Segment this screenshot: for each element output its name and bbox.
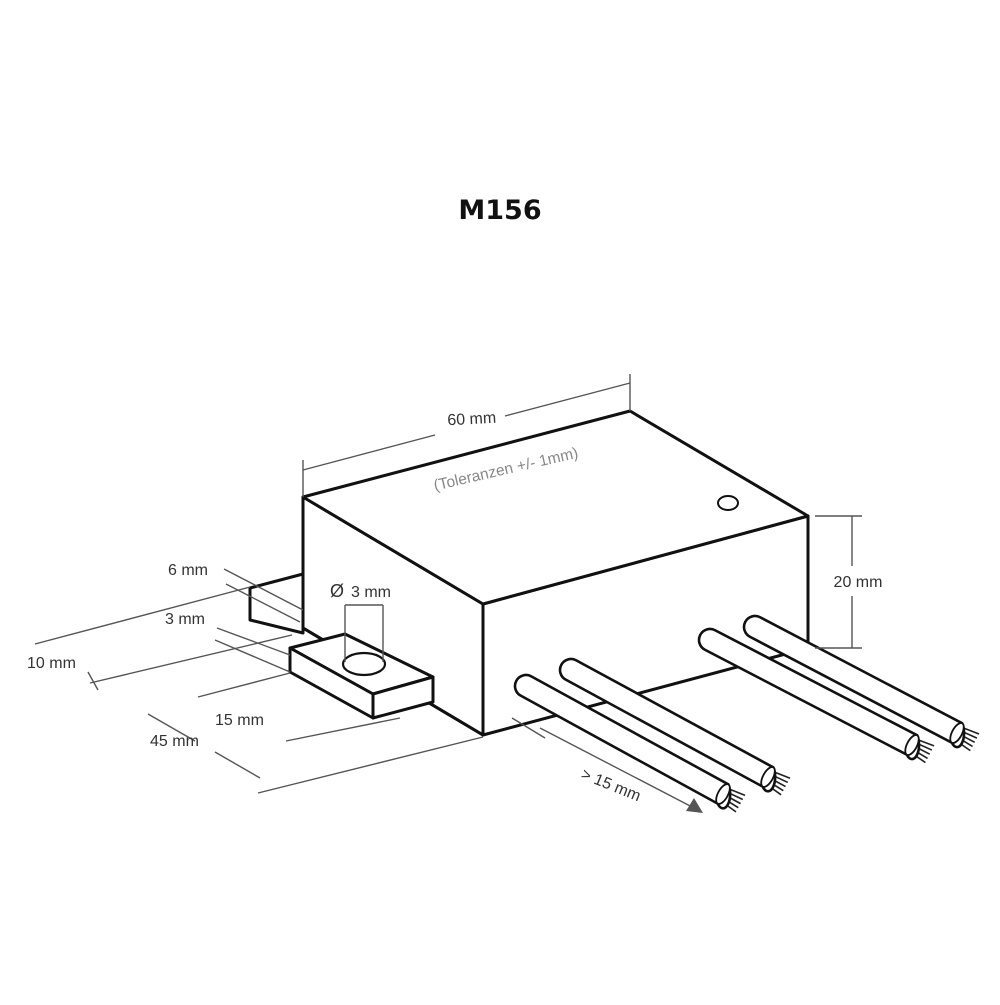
tab-length-dimension-line [34, 586, 251, 645]
wire-end-cap [715, 783, 731, 805]
depth-dimension-line [147, 713, 196, 742]
wire-length-arrow-icon [686, 798, 703, 813]
mounting-hole-icon [341, 651, 387, 677]
wire-end-cap [760, 766, 776, 788]
mounting-tab [248, 572, 435, 720]
width-dimension-line-left [302, 434, 436, 471]
tab-depth-dimension-line [197, 672, 291, 698]
wire-length-label: > 15 mm [579, 766, 643, 805]
tab-thickness-dimension-line [216, 627, 291, 656]
wire-4 [742, 614, 980, 752]
mounting-mark-icon [717, 495, 739, 511]
model-title: M156 [458, 195, 542, 226]
tab-thickness-label: 3 mm [165, 611, 205, 628]
height-label: 20 mm [834, 574, 883, 591]
wire-length-dimension-line [539, 727, 695, 809]
hole-diameter-symbol: Ø [330, 581, 344, 601]
tab-front-face [371, 675, 435, 720]
tab-length-label: 10 mm [27, 655, 76, 672]
wires [513, 614, 980, 813]
wire-2 [558, 657, 791, 796]
tab-width-dimension-line [223, 568, 304, 611]
tab-rear-flange [248, 572, 305, 635]
width-label: 60 mm [447, 410, 497, 430]
tab-width-label: 6 mm [168, 562, 208, 579]
wire-1 [513, 673, 746, 813]
wire-3 [697, 627, 935, 764]
tab-depth-label: 15 mm [215, 712, 264, 729]
depth-label: 45 mm [150, 733, 199, 750]
dimension-lines [34, 374, 862, 809]
wire-end-cap [904, 734, 920, 756]
hole-diameter-label: 3 mm [351, 584, 391, 601]
housing-top-face [301, 409, 810, 606]
width-dimension-line-right [504, 382, 631, 417]
wire-end-cap [949, 722, 965, 744]
